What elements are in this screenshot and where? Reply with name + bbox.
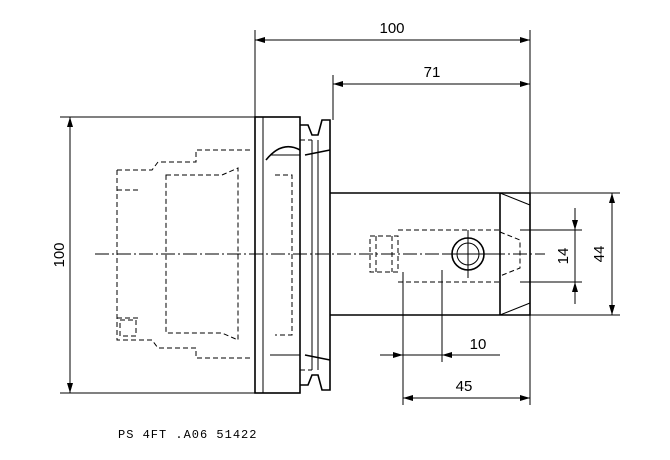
dim-bore-diameter-label: 14: [555, 248, 572, 265]
dim-bore-diameter: 14: [520, 208, 582, 304]
dim-shank-diameter-label: 44: [591, 246, 608, 263]
taper-shank: [116, 149, 250, 359]
dim-body-length-label: 71: [424, 64, 441, 81]
dim-flange-height: 100: [51, 116, 255, 394]
flange: [254, 116, 312, 394]
dim-shank-diameter: 44: [530, 192, 620, 316]
dim-bore-depth: 45: [403, 315, 531, 405]
dim-flange-height-label: 100: [51, 242, 68, 267]
v-groove-collar: [300, 119, 331, 391]
dim-screw-offset-label: 10: [470, 336, 487, 353]
part-number-caption: PS 4FT .A06 51422: [118, 428, 257, 442]
dim-screw-offset: 10: [380, 270, 500, 405]
dim-body-length: 71: [332, 64, 530, 120]
dim-bore-depth-label: 45: [456, 378, 473, 395]
dim-overall-length: 100: [254, 20, 531, 193]
dim-overall-length-label: 100: [379, 20, 404, 37]
